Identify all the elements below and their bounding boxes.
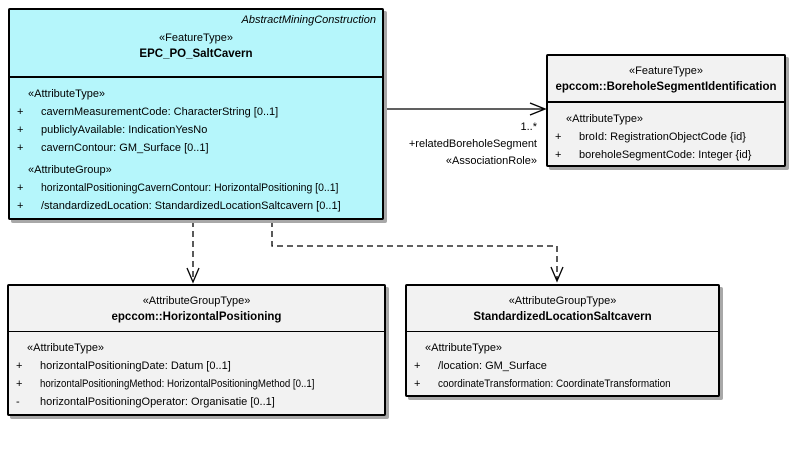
attribute-compartment: «AttributeType» + cavernMeasurementCode:… — [10, 78, 382, 215]
dependency-connector-right — [271, 221, 564, 283]
class-header: «AttributeGroupType» StandardizedLocatio… — [407, 286, 718, 332]
visibility-symbol: + — [17, 142, 24, 154]
class-stereotype: «AttributeGroupType» — [142, 295, 251, 307]
visibility-symbol: + — [555, 149, 562, 161]
class-header: «AttributeGroupType» epccom::HorizontalP… — [9, 286, 384, 332]
attribute-row: + broId: RegistrationObjectCode {id} — [548, 128, 784, 146]
class-stereotype: «FeatureType» — [629, 65, 703, 77]
class-name: epccom::HorizontalPositioning — [111, 311, 282, 323]
visibility-symbol: + — [17, 124, 24, 136]
attribute-row: + horizontalPositioningCavernContour: Ho… — [10, 179, 382, 197]
attribute-group-label: «AttributeType» — [566, 113, 644, 125]
open-arrowhead-right-icon — [529, 102, 547, 116]
class-name: StandardizedLocationSaltcavern — [473, 311, 652, 323]
open-arrowhead-down-icon — [186, 267, 200, 284]
attribute-text: /standardizedLocation: StandardizedLocat… — [41, 200, 341, 212]
attribute-text: coordinateTransformation: CoordinateTran… — [438, 378, 671, 390]
attribute-row: + /standardizedLocation: StandardizedLoc… — [10, 197, 382, 215]
attribute-text: horizontalPositioningDate: Datum [0..1] — [40, 360, 231, 372]
open-arrowhead-down-icon — [550, 266, 564, 283]
attribute-text: horizontalPositioningCavernContour: Hori… — [41, 182, 339, 194]
attribute-compartment: «AttributeType» + broId: RegistrationObj… — [548, 103, 784, 164]
visibility-symbol: + — [414, 378, 421, 390]
attribute-row: + cavernContour: GM_Surface [0..1] — [10, 139, 382, 157]
class-header: AbstractMiningConstruction «FeatureType»… — [10, 10, 382, 78]
class-stereotype: «AttributeGroupType» — [508, 295, 617, 307]
attribute-row: + horizontalPositioningMethod: Horizonta… — [9, 375, 384, 393]
attribute-row: - horizontalPositioningOperator: Organis… — [9, 393, 384, 411]
attribute-row: + /location: GM_Surface — [407, 357, 718, 375]
class-borehole-segment-identification: «FeatureType» epccom::BoreholeSegmentIde… — [546, 54, 786, 167]
visibility-symbol: + — [17, 106, 24, 118]
attribute-text: cavernContour: GM_Surface [0..1] — [41, 142, 209, 154]
attribute-text: /location: GM_Surface — [438, 360, 547, 372]
attribute-group-label: «AttributeType» — [425, 342, 503, 354]
association-role: +relatedBoreholeSegment — [408, 138, 537, 150]
attribute-compartment: «AttributeType» + /location: GM_Surface … — [407, 332, 718, 393]
attribute-row: + cavernMeasurementCode: CharacterString… — [10, 103, 382, 121]
dependency-connector-left — [186, 221, 200, 284]
visibility-symbol: - — [16, 396, 20, 408]
attribute-group-label: «AttributeType» — [27, 342, 105, 354]
attribute-row: + publiclyAvailable: IndicationYesNo — [10, 121, 382, 139]
attribute-text: publiclyAvailable: IndicationYesNo — [41, 124, 208, 136]
visibility-symbol: + — [17, 200, 24, 212]
association-stereotype: «AssociationRole» — [445, 155, 537, 167]
attribute-text: boreholeSegmentCode: Integer {id} — [579, 149, 752, 161]
attribute-compartment: «AttributeType» + horizontalPositioningD… — [9, 332, 384, 411]
attribute-text: horizontalPositioningMethod: HorizontalP… — [40, 378, 315, 390]
class-stereotype: «FeatureType» — [159, 32, 233, 44]
association-labels: 1..* +relatedBoreholeSegment «Associatio… — [409, 119, 537, 170]
association-connector — [384, 102, 547, 116]
class-horizontal-positioning: «AttributeGroupType» epccom::HorizontalP… — [7, 284, 386, 416]
attribute-text: broId: RegistrationObjectCode {id} — [579, 131, 746, 143]
visibility-symbol: + — [17, 182, 24, 194]
visibility-symbol: + — [16, 378, 23, 390]
attribute-row: + boreholeSegmentCode: Integer {id} — [548, 146, 784, 164]
attribute-text: cavernMeasurementCode: CharacterString [… — [41, 106, 279, 118]
class-name: EPC_PO_SaltCavern — [139, 48, 253, 60]
class-standardized-location-saltcavern: «AttributeGroupType» StandardizedLocatio… — [405, 284, 720, 397]
attribute-group-label: «AttributeGroup» — [28, 164, 112, 176]
visibility-symbol: + — [555, 131, 562, 143]
attribute-group-label: «AttributeType» — [28, 88, 106, 100]
visibility-symbol: + — [16, 360, 23, 372]
association-multiplicity: 1..* — [520, 121, 537, 133]
class-epc-po-saltcavern: AbstractMiningConstruction «FeatureType»… — [8, 8, 384, 220]
class-header: «FeatureType» epccom::BoreholeSegmentIde… — [548, 56, 784, 103]
attribute-text: horizontalPositioningOperator: Organisat… — [40, 396, 275, 408]
attribute-row: + horizontalPositioningDate: Datum [0..1… — [9, 357, 384, 375]
visibility-symbol: + — [414, 360, 421, 372]
parent-class-label: AbstractMiningConstruction — [241, 14, 376, 26]
class-name: epccom::BoreholeSegmentIdentification — [555, 81, 777, 93]
attribute-row: + coordinateTransformation: CoordinateTr… — [407, 375, 718, 393]
